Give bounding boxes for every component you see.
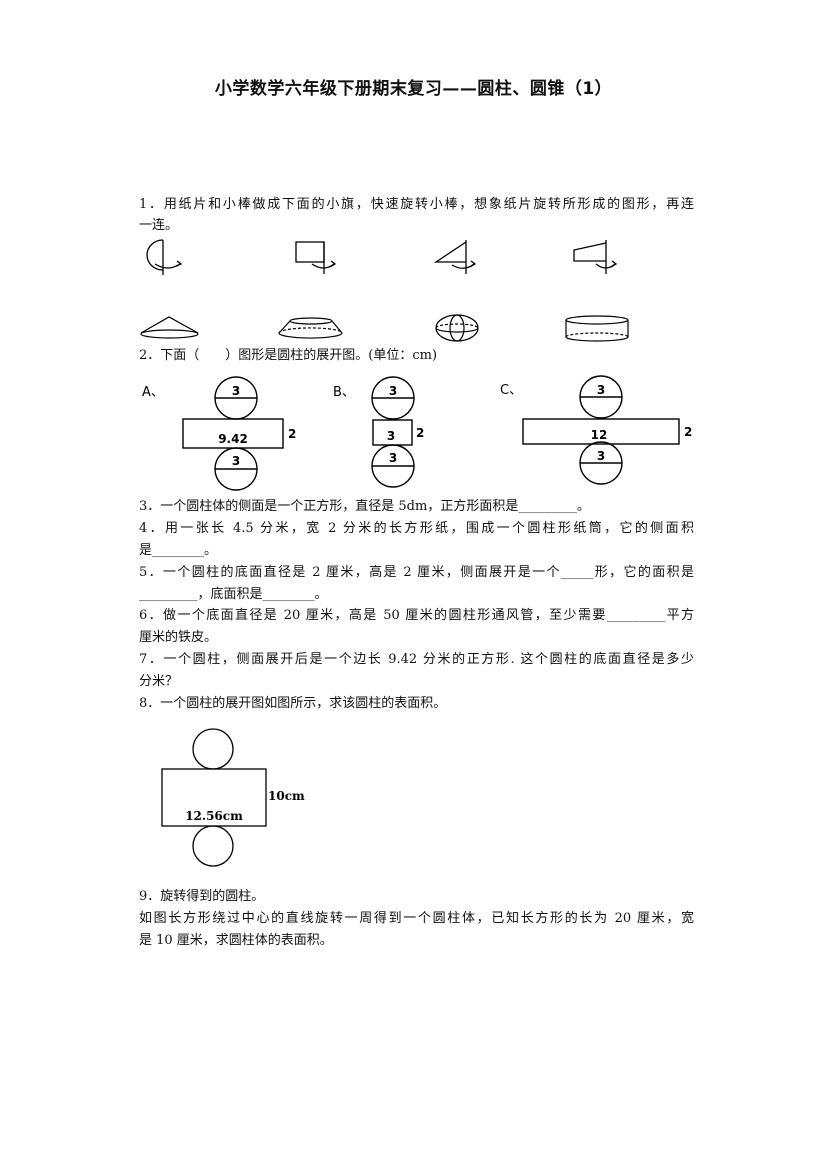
figure-c-circle-bottom-label: 3 bbox=[597, 449, 605, 463]
flag-semicircle-icon bbox=[146, 239, 183, 275]
figure-c-circle-top-label: 3 bbox=[597, 383, 605, 397]
figure-b-circle-bottom-label: 3 bbox=[389, 451, 397, 465]
net-top-circle bbox=[192, 728, 234, 770]
figure-c-label: C、 bbox=[500, 383, 522, 398]
net-side-label: 10cm bbox=[268, 789, 305, 803]
flag-trapezoid-icon bbox=[573, 240, 618, 274]
question-3-text: 3．一个圆柱体的侧面是一个正方形，直径是 5dm，正方形面积是_________… bbox=[139, 499, 590, 514]
cylinder-icon bbox=[565, 315, 629, 342]
figure-a-circle-top-label: 3 bbox=[232, 384, 240, 398]
frustum-icon bbox=[278, 317, 343, 339]
question-5-text-cont: _________，底面积是________。 bbox=[139, 587, 328, 602]
question-9-text-cont: 如图长方形绕过中心的直线旋转一周得到一个圆柱体，已知长方形的长为 20 厘米，宽 bbox=[139, 911, 694, 926]
net-bottom-label: 12.56cm bbox=[185, 809, 243, 823]
figure-a-circle-bottom-label: 3 bbox=[232, 454, 240, 468]
question-7-text-cont: 分米？ bbox=[139, 674, 179, 689]
page-title: 小学数学六年级下册期末复习——圆柱、圆锥（1） bbox=[214, 79, 613, 99]
figure-b-side-label: 2 bbox=[416, 426, 424, 440]
sphere-icon bbox=[435, 314, 479, 342]
question-6-text: 6．做一个底面直径是 20 厘米，高是 50 厘米的圆柱形通风管，至少需要___… bbox=[139, 608, 694, 623]
question-1-text-cont: 一连。 bbox=[139, 218, 179, 233]
figure-a-rect-label: 9.42 bbox=[218, 432, 248, 446]
figure-c-side-label: 2 bbox=[684, 425, 692, 439]
flag-triangle-icon bbox=[433, 240, 477, 274]
question-6-text-cont: 厘米的铁皮。 bbox=[139, 630, 218, 645]
net-figure-c: C、 3 12 2 3 bbox=[500, 375, 692, 485]
figure-c-rect-label: 12 bbox=[591, 428, 608, 442]
net-bottom-circle bbox=[192, 825, 234, 867]
question-4-text-cont: 是________。 bbox=[139, 543, 218, 558]
question-1-text: 1．用纸片和小棒做成下面的小旗，快速旋转小棒，想象纸片旋转所形成的图形，再连 bbox=[139, 197, 694, 212]
figure-b-label: B、 bbox=[333, 385, 355, 400]
question-5-text: 5．一个圆柱的底面直径是 2 厘米，高是 2 厘米，侧面展开是一个_____形，… bbox=[139, 565, 694, 580]
net-figure-a: A、 3 9.42 2 3 bbox=[142, 376, 296, 491]
figure-b-circle-top-label: 3 bbox=[389, 384, 397, 398]
question-2-text: 2．下面（ ）图形是圆柱的展开图。(单位：cm) bbox=[139, 348, 438, 363]
question-9-text-cont-2: 是 10 厘米，求圆柱体的表面积。 bbox=[139, 933, 333, 948]
cone-icon bbox=[140, 316, 199, 339]
figure-b-rect-label: 3 bbox=[387, 429, 395, 443]
net-figure-b: B、 3 3 2 3 bbox=[333, 376, 424, 488]
figure-a-side-label: 2 bbox=[288, 427, 296, 441]
question-8-text: 8．一个圆柱的展开图如图所示，求该圆柱的表面积。 bbox=[139, 696, 447, 711]
figure-a-label: A、 bbox=[142, 385, 164, 400]
question-7-text: 7．一个圆柱，侧面展开后是一个边长 9.42 分米的正方形. 这个圆柱的底面直径… bbox=[139, 652, 694, 667]
question-4-text: 4．用一张长 4.5 分米，宽 2 分米的长方形纸，围成一个圆柱形纸筒，它的侧面… bbox=[139, 521, 694, 536]
flag-rectangle-icon bbox=[295, 241, 337, 274]
question-9-text: 9．旋转得到的圆柱。 bbox=[139, 889, 265, 904]
